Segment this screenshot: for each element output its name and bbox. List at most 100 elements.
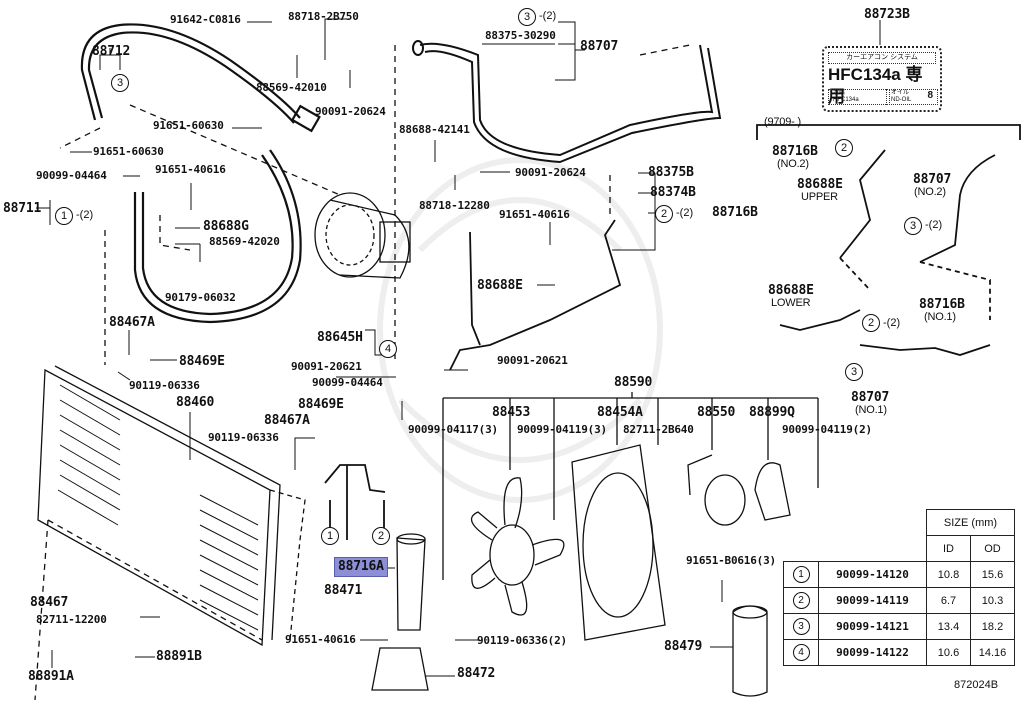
part-label-88645H[interactable]: 88645H bbox=[317, 330, 363, 345]
part-label-88716A-highlighted[interactable]: 88716A bbox=[334, 557, 388, 577]
part-label-90099-04117-qty3[interactable]: 90099-04117(3) bbox=[408, 423, 498, 436]
part-label-82711-2B640[interactable]: 82711-2B640 bbox=[623, 423, 694, 436]
part-label-88711[interactable]: 88711 bbox=[3, 201, 42, 216]
part-label-88467A[interactable]: 88467A bbox=[264, 413, 310, 428]
part-label-88718-12280[interactable]: 88718-12280 bbox=[419, 199, 490, 212]
part-label-88467A[interactable]: 88467A bbox=[109, 315, 155, 330]
plate-refrigerant-value: HFC134a bbox=[833, 97, 859, 103]
col-od: OD bbox=[970, 535, 1015, 562]
part-number-cell[interactable]: 90099-14119 bbox=[818, 587, 927, 614]
oring-callout-1[interactable]: 1 bbox=[321, 527, 339, 545]
part-label-90179-06032[interactable]: 90179-06032 bbox=[165, 291, 236, 304]
part-label-91651-60630[interactable]: 91651-60630 bbox=[93, 145, 164, 158]
part-label-88716B-no1[interactable]: 88716B bbox=[919, 297, 965, 312]
oring-callout-3[interactable]: 3 bbox=[845, 363, 863, 381]
oring-callout-3[interactable]: 3 bbox=[518, 8, 536, 26]
part-label-88374B[interactable]: 88374B bbox=[650, 185, 696, 200]
part-label-88716B[interactable]: 88716B bbox=[712, 205, 758, 220]
oring-quantity: -(2) bbox=[76, 209, 94, 221]
part-label-88899Q[interactable]: 88899Q bbox=[749, 405, 795, 420]
part-label-91651-40616[interactable]: 91651-40616 bbox=[155, 163, 226, 176]
oring-callout-2[interactable]: 2 bbox=[372, 527, 390, 545]
part-label-91651-60630[interactable]: 91651-60630 bbox=[153, 119, 224, 132]
part-label-88716B-no2[interactable]: 88716B bbox=[772, 144, 818, 159]
part-label-88688-42141[interactable]: 88688-42141 bbox=[399, 123, 470, 136]
part-label-88469E[interactable]: 88469E bbox=[179, 354, 225, 369]
part-label-88891B[interactable]: 88891B bbox=[156, 649, 202, 664]
oring-callout-3[interactable]: 3 bbox=[904, 217, 922, 235]
part-label-90119-06336-qty2[interactable]: 90119-06336(2) bbox=[477, 634, 567, 647]
part-label-88469E[interactable]: 88469E bbox=[298, 397, 344, 412]
part-label-88375-30290[interactable]: 88375-30290 bbox=[485, 29, 556, 42]
part-label-88712[interactable]: 88712 bbox=[92, 44, 131, 59]
hose-88712 bbox=[80, 23, 321, 133]
part-number-cell[interactable]: 90099-14121 bbox=[818, 613, 927, 640]
plate-refrigerant-cell: 冷媒 HFC134a bbox=[828, 89, 890, 105]
watermark bbox=[377, 157, 663, 503]
part-label-88460[interactable]: 88460 bbox=[176, 395, 215, 410]
part-label-88453[interactable]: 88453 bbox=[492, 405, 531, 420]
part-label-88688E-lower[interactable]: 88688E bbox=[768, 283, 814, 298]
table-subheader-row: ID OD bbox=[784, 535, 1015, 562]
oring-callout-2[interactable]: 2 bbox=[655, 205, 673, 223]
refrigerant-label-plate-88723B: カーエアコン システム HFC134a 専用 冷媒 HFC134a オイル ND… bbox=[822, 46, 942, 112]
part-label-88707-no1[interactable]: 88707 bbox=[851, 390, 890, 405]
part-label-82711-12200[interactable]: 82711-12200 bbox=[36, 613, 107, 626]
ref-circle: 2 bbox=[792, 592, 810, 609]
part-label-90099-04119-qty3[interactable]: 90099-04119(3) bbox=[517, 423, 607, 436]
part-label-88688G[interactable]: 88688G bbox=[203, 219, 249, 234]
part-label-88569-42010[interactable]: 88569-42010 bbox=[256, 81, 327, 94]
part-label-88590[interactable]: 88590 bbox=[614, 375, 653, 390]
size-header: SIZE (mm) bbox=[926, 509, 1015, 536]
od-cell: 18.2 bbox=[970, 613, 1015, 640]
oring-callout-2[interactable]: 2 bbox=[835, 139, 853, 157]
part-label-91651-40616[interactable]: 91651-40616 bbox=[285, 633, 356, 646]
part-label-88688E[interactable]: 88688E bbox=[477, 278, 523, 293]
oring-callout-4[interactable]: 4 bbox=[379, 340, 397, 358]
part-label-88707-no2[interactable]: 88707 bbox=[913, 172, 952, 187]
part-label-88550[interactable]: 88550 bbox=[697, 405, 736, 420]
part-label-88472[interactable]: 88472 bbox=[457, 666, 496, 681]
part-label-88718-2B750[interactable]: 88718-2B750 bbox=[288, 10, 359, 23]
id-cell: 10.6 bbox=[926, 639, 971, 666]
variant-no2: (NO.2) bbox=[914, 186, 946, 198]
part-label-90091-20624[interactable]: 90091-20624 bbox=[515, 166, 586, 179]
part-label-88723B[interactable]: 88723B bbox=[864, 7, 910, 22]
part-label-88467[interactable]: 88467 bbox=[30, 595, 69, 610]
part-number-cell[interactable]: 90099-14120 bbox=[818, 561, 927, 588]
od-cell: 10.3 bbox=[970, 587, 1015, 614]
plate-oil-value: ND-OIL bbox=[891, 97, 912, 103]
part-label-90099-04464[interactable]: 90099-04464 bbox=[36, 169, 107, 182]
part-number-cell[interactable]: 90099-14122 bbox=[818, 639, 927, 666]
part-label-88479[interactable]: 88479 bbox=[664, 639, 703, 654]
part-label-88569-42020[interactable]: 88569-42020 bbox=[209, 235, 280, 248]
table-header-row: SIZE (mm) bbox=[784, 509, 1015, 536]
oring-callout-1[interactable]: 1 bbox=[55, 207, 73, 225]
part-label-90091-20624[interactable]: 90091-20624 bbox=[315, 105, 386, 118]
part-label-90091-20621[interactable]: 90091-20621 bbox=[497, 354, 568, 367]
part-label-90119-06336[interactable]: 90119-06336 bbox=[129, 379, 200, 392]
condenser-88460 bbox=[34, 365, 306, 701]
part-label-91651-B0616-qty3[interactable]: 91651-B0616(3) bbox=[686, 554, 776, 567]
oring-callout-3[interactable]: 3 bbox=[111, 74, 129, 92]
plate-refrigerant-caption: 冷媒 bbox=[833, 90, 846, 96]
oring-callout-2[interactable]: 2 bbox=[862, 314, 880, 332]
part-label-91642-C0816[interactable]: 91642-C0816 bbox=[170, 13, 241, 26]
part-label-90091-20621[interactable]: 90091-20621 bbox=[291, 360, 362, 373]
part-label-88375B[interactable]: 88375B bbox=[648, 165, 694, 180]
table-row: 4 90099-14122 10.6 14.16 bbox=[783, 639, 1015, 666]
part-label-90119-06336[interactable]: 90119-06336 bbox=[208, 431, 279, 444]
part-label-88707[interactable]: 88707 bbox=[580, 39, 619, 54]
part-label-90099-04119-qty2[interactable]: 90099-04119(2) bbox=[782, 423, 872, 436]
part-label-88688E-upper[interactable]: 88688E bbox=[797, 177, 843, 192]
pipe-88716B bbox=[449, 219, 622, 371]
id-cell: 10.8 bbox=[926, 561, 971, 588]
motor-cover-88899Q bbox=[754, 462, 791, 521]
part-label-88891A[interactable]: 88891A bbox=[28, 669, 74, 684]
part-label-88454A[interactable]: 88454A bbox=[597, 405, 643, 420]
leader-lines bbox=[36, 18, 881, 677]
part-label-90099-04464[interactable]: 90099-04464 bbox=[312, 376, 383, 389]
part-label-88471[interactable]: 88471 bbox=[324, 583, 363, 598]
part-label-91651-40616[interactable]: 91651-40616 bbox=[499, 208, 570, 221]
